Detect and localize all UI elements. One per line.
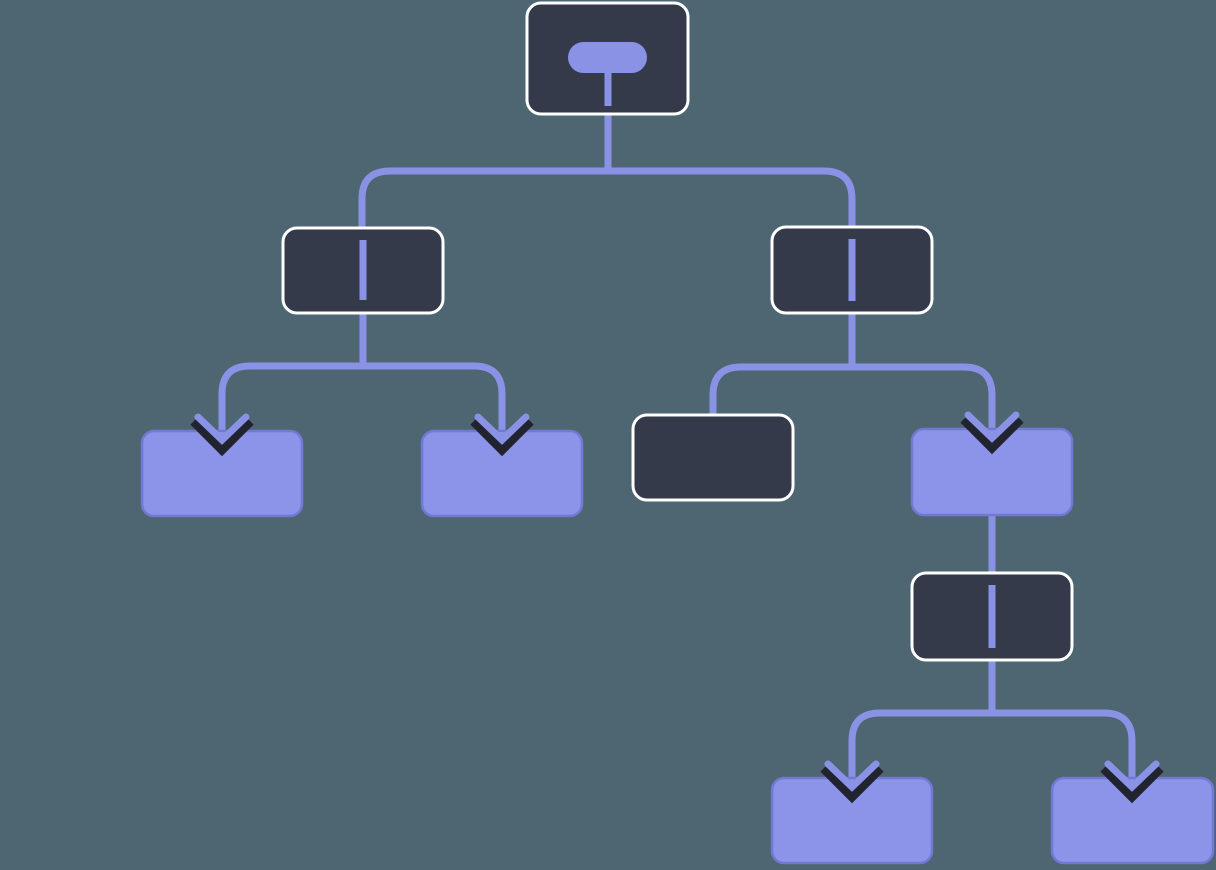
empty-dark-node [631, 413, 795, 502]
mid-purple-node [910, 427, 1074, 517]
branch-left-node [281, 226, 445, 315]
leaf-node-4 [1050, 776, 1215, 865]
root-node [525, 1, 690, 116]
leaf-node-2 [420, 429, 584, 518]
connector-root-rail [358, 167, 856, 227]
chevron-purple-layer [824, 760, 880, 792]
chevron-purple-layer [194, 413, 250, 445]
branch-right-node [770, 225, 934, 315]
chevron-arrowhead-icon [1100, 760, 1164, 804]
connector-branch-bottom-rail [848, 709, 1136, 784]
chevron-dark-layer [470, 415, 534, 457]
leaf-node-3 [770, 776, 934, 865]
chevron-dark-layer [1100, 762, 1164, 804]
chevron-dark-layer [820, 762, 884, 804]
chevron-arrowhead-icon [960, 411, 1024, 455]
leaf-node-1 [140, 429, 304, 518]
branch-bottom-node [910, 571, 1074, 662]
chevron-arrowhead-icon [820, 760, 884, 804]
chevron-arrowhead-icon [470, 413, 534, 457]
connector-root-to-branches [358, 114, 856, 227]
connector-branch-right-rail [709, 363, 996, 435]
connector-branch-left-to-leaves [218, 313, 506, 437]
connector-branch-right-to-children [709, 313, 996, 435]
connector-branch-bottom-to-leaves [848, 660, 1136, 784]
chevron-purple-layer [964, 411, 1020, 443]
chevron-dark-layer [960, 413, 1024, 455]
connector-branch-left-rail [218, 362, 506, 437]
chevron-dark-layer [190, 415, 254, 457]
pill-icon [568, 42, 647, 73]
chevron-purple-layer [474, 413, 530, 445]
chevron-arrowhead-icon [190, 413, 254, 457]
chevron-purple-layer [1104, 760, 1160, 792]
